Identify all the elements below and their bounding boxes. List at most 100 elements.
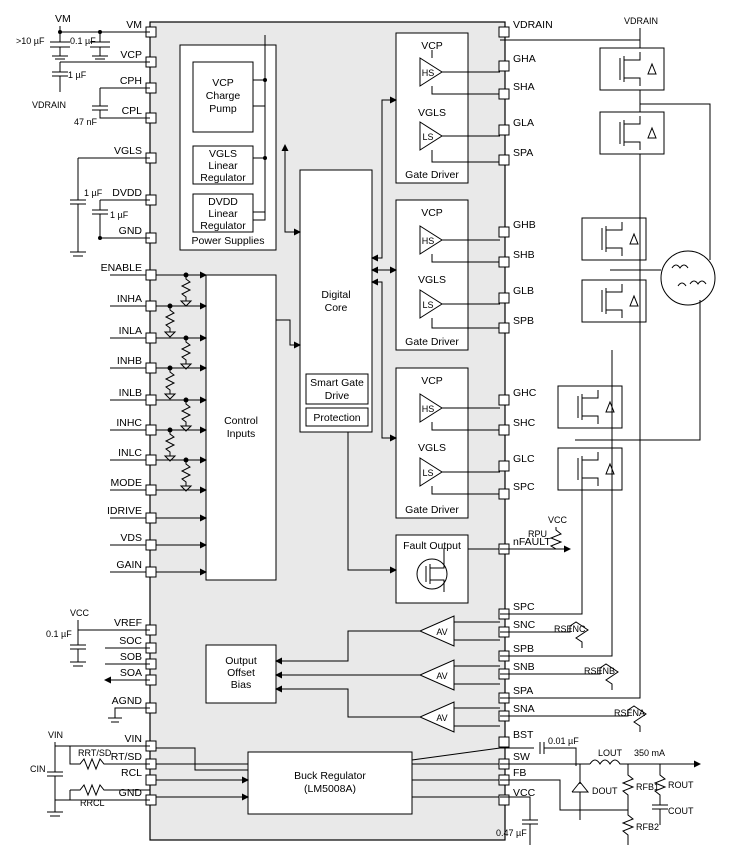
mosfet-5 bbox=[557, 447, 623, 491]
left-pin-label: INLA bbox=[119, 325, 142, 337]
svg-text:VGLS: VGLS bbox=[418, 274, 446, 286]
svg-text:LS: LS bbox=[422, 132, 433, 142]
mosfet-0 bbox=[599, 47, 665, 91]
svg-text:47 nF: 47 nF bbox=[74, 117, 98, 127]
left-pin-label: MODE bbox=[111, 477, 143, 489]
svg-text:RFB1: RFB1 bbox=[636, 782, 659, 792]
svg-text:VIN: VIN bbox=[48, 730, 63, 740]
right-pin-23 bbox=[498, 794, 510, 806]
smart-gate-drive-box bbox=[305, 373, 369, 405]
svg-text:1 µF: 1 µF bbox=[110, 210, 129, 220]
mosfet-3 bbox=[581, 279, 647, 323]
vcp-pump-l3: Pump bbox=[209, 103, 237, 115]
svg-text:AV: AV bbox=[436, 671, 447, 681]
svg-text:HS: HS bbox=[422, 68, 435, 78]
left-pin-10 bbox=[145, 362, 157, 374]
svg-text:VCP: VCP bbox=[421, 40, 443, 52]
left-pin-label: VGLS bbox=[114, 145, 142, 157]
svg-text:Offset: Offset bbox=[227, 667, 255, 679]
right-pin-label: SHA bbox=[513, 81, 535, 93]
left-pin-9 bbox=[145, 332, 157, 344]
left-pin-label: INHC bbox=[116, 417, 142, 429]
vgls-regulator-box bbox=[192, 145, 254, 185]
svg-text:RRCL: RRCL bbox=[80, 798, 105, 808]
right-pin-label: VDRAIN bbox=[513, 19, 553, 31]
right-pin-label: GHC bbox=[513, 387, 537, 399]
left-pin-label: INHB bbox=[117, 355, 142, 367]
right-pin-7 bbox=[498, 292, 510, 304]
left-pin-label: ENABLE bbox=[101, 262, 142, 274]
right-pin-11 bbox=[498, 460, 510, 472]
left-pin-label: SOB bbox=[120, 651, 142, 663]
gate-driver-a: VCP HS VGLS LS Gate Driver bbox=[395, 32, 500, 184]
motor bbox=[660, 250, 716, 306]
left-pin-label: IDRIVE bbox=[107, 505, 142, 517]
left-pin-11 bbox=[145, 394, 157, 406]
vcp-pump-l1: VCP bbox=[212, 77, 234, 89]
left-pin-label: VDS bbox=[120, 532, 142, 544]
left-pin-label: INLB bbox=[119, 387, 142, 399]
right-pin-10 bbox=[498, 424, 510, 436]
left-pin-17 bbox=[145, 566, 157, 578]
svg-text:Bias: Bias bbox=[231, 679, 251, 691]
left-pin-label: SOC bbox=[119, 635, 142, 647]
left-pin-label: INHA bbox=[117, 293, 142, 305]
right-pin-label: BST bbox=[513, 729, 534, 741]
left-pin-label: VM bbox=[126, 19, 142, 31]
vgls-reg-l1: VGLS bbox=[209, 148, 237, 160]
right-pin-label: SHC bbox=[513, 417, 536, 429]
left-pin-label: DVDD bbox=[112, 187, 142, 199]
digital-core-l2: Core bbox=[325, 302, 348, 314]
vcp-charge-pump-box bbox=[192, 61, 254, 133]
right-pin-label: SNC bbox=[513, 619, 536, 631]
svg-text:AV: AV bbox=[436, 627, 447, 637]
svg-text:(LM5008A): (LM5008A) bbox=[304, 783, 356, 795]
vcp-pump-l2: Charge bbox=[206, 90, 241, 102]
svg-text:0.1 µF: 0.1 µF bbox=[46, 629, 72, 639]
svg-text:Buck Regulator: Buck Regulator bbox=[294, 770, 366, 782]
left-pin-label: CPH bbox=[120, 75, 142, 87]
vm-label: VM bbox=[55, 13, 71, 25]
right-pin-5 bbox=[498, 226, 510, 238]
svg-text:Gate Driver: Gate Driver bbox=[405, 169, 459, 181]
svg-text:RPU: RPU bbox=[528, 529, 547, 539]
dvdd-reg-l1: DVDD bbox=[208, 196, 238, 208]
svg-text:RSENC: RSENC bbox=[554, 624, 586, 634]
svg-text:VCP: VCP bbox=[421, 375, 443, 387]
mosfet-4 bbox=[557, 385, 623, 429]
svg-text:LOUT: LOUT bbox=[598, 748, 623, 758]
left-pin-label: VREF bbox=[114, 617, 142, 629]
amp-b: AV bbox=[276, 659, 500, 691]
right-pin-4 bbox=[498, 154, 510, 166]
right-pin-label: VCC bbox=[513, 787, 536, 799]
protection-box bbox=[305, 407, 369, 427]
amp-c: AV bbox=[276, 615, 500, 661]
left-pin-label: CPL bbox=[122, 105, 143, 117]
dvdd-reg-l3: Regulator bbox=[200, 220, 246, 232]
right-pin-label: SPB bbox=[513, 643, 534, 655]
left-pin-label: INLC bbox=[118, 447, 142, 459]
right-pin-label: GLB bbox=[513, 285, 534, 297]
svg-text:RRT/SD: RRT/SD bbox=[78, 748, 112, 758]
left-pin-25 bbox=[145, 774, 157, 786]
right-pin-label: FB bbox=[513, 767, 526, 779]
svg-text:RFB2: RFB2 bbox=[636, 822, 659, 832]
dvdd-regulator-box bbox=[192, 193, 254, 233]
left-pin-label: RCL bbox=[121, 767, 142, 779]
right-pin-9 bbox=[498, 394, 510, 406]
left-pin-12 bbox=[145, 424, 157, 436]
svg-text:AV: AV bbox=[436, 713, 447, 723]
svg-text:VDRAIN: VDRAIN bbox=[624, 16, 658, 26]
left-pin-label: VIN bbox=[124, 733, 142, 745]
svg-text:Output: Output bbox=[225, 655, 257, 667]
right-pin-label: SNB bbox=[513, 661, 535, 673]
svg-text:LS: LS bbox=[422, 300, 433, 310]
left-pin-label: AGND bbox=[112, 695, 143, 707]
right-pin-0 bbox=[498, 26, 510, 38]
right-pin-label: SNA bbox=[513, 703, 535, 715]
buck-regulator-box bbox=[247, 751, 413, 815]
svg-text:COUT: COUT bbox=[668, 806, 694, 816]
left-pin-14 bbox=[145, 484, 157, 496]
left-pin-label: GND bbox=[119, 225, 143, 237]
